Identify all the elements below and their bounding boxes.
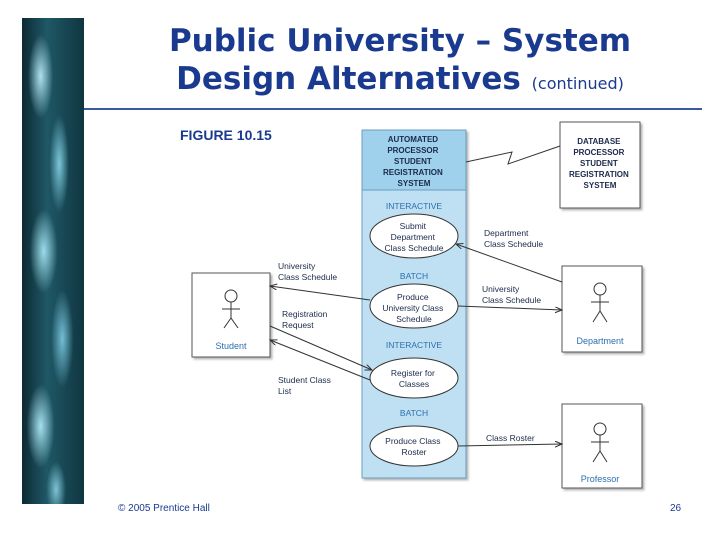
student-actor-icon bbox=[222, 289, 240, 329]
slide-title: Public University – System Design Altern… bbox=[120, 22, 680, 103]
section-label-interactive-1: INTERACTIVE bbox=[386, 201, 443, 211]
flow-univ-schedule-to-student bbox=[270, 286, 371, 301]
flow-univ-schedule-to-dept bbox=[457, 305, 562, 310]
flow-registration-request bbox=[269, 325, 372, 370]
use-case-produce-roster-label: Produce Class Roster bbox=[385, 436, 443, 457]
professor-actor-label: Professor bbox=[581, 474, 620, 484]
use-case-submit-schedule bbox=[369, 213, 459, 259]
figure-label: FIGURE 10.15 bbox=[180, 127, 272, 143]
decorative-side-strip bbox=[22, 18, 84, 504]
auto-line-3: STUDENT bbox=[394, 157, 432, 166]
use-case-register-label: Register for Classes bbox=[391, 368, 437, 389]
title-line-2-wrap: Design Alternatives (continued) bbox=[120, 60, 680, 103]
db-line-5: SYSTEM bbox=[584, 181, 617, 190]
database-system-box bbox=[559, 121, 641, 209]
flow-label-univ-schedule-left: University Class Schedule bbox=[278, 261, 337, 282]
use-case-produce-schedule-label: Produce University Class Schedule bbox=[382, 292, 445, 324]
department-actor-icon bbox=[591, 282, 609, 323]
db-line-2: PROCESSOR bbox=[573, 148, 624, 157]
page-number: 26 bbox=[670, 503, 682, 514]
auto-line-2: PROCESSOR bbox=[387, 146, 438, 155]
title-divider bbox=[84, 108, 702, 110]
section-label-interactive-2: INTERACTIVE bbox=[386, 340, 443, 350]
title-suffix: (continued) bbox=[531, 74, 624, 93]
student-actor-label: Student bbox=[215, 341, 247, 351]
automated-system-header bbox=[361, 129, 467, 191]
db-line-4: REGISTRATION bbox=[569, 170, 629, 179]
auto-line-1: AUTOMATED bbox=[388, 135, 439, 144]
use-case-produce-roster bbox=[369, 425, 459, 467]
flow-label-dept-schedule: Department Class Schedule bbox=[484, 228, 543, 249]
footer-copyright: © 2005 Prentice Hall bbox=[118, 503, 210, 514]
title-line-1: Public University – System bbox=[168, 23, 632, 59]
section-label-batch-1: BATCH bbox=[400, 271, 428, 281]
db-line-3: STUDENT bbox=[580, 159, 618, 168]
flow-label-class-roster: Class Roster bbox=[486, 433, 535, 443]
auto-line-4: REGISTRATION bbox=[383, 168, 443, 177]
department-actor-label: Department bbox=[576, 336, 624, 346]
flow-label-registration-request: Registration Request bbox=[282, 309, 330, 330]
flow-student-class-list bbox=[270, 340, 371, 381]
flow-label-student-class-list: Student Class List bbox=[278, 375, 333, 396]
system-link-connector bbox=[465, 145, 561, 165]
db-line-1: DATABASE bbox=[577, 137, 621, 146]
flow-dept-schedule bbox=[456, 244, 563, 283]
department-actor-box bbox=[561, 265, 643, 353]
professor-actor-icon bbox=[591, 422, 609, 463]
professor-actor-box bbox=[561, 403, 643, 489]
use-case-submit-schedule-label: Submit Department Class Schedule bbox=[384, 221, 443, 253]
flow-label-univ-schedule-right: University Class Schedule bbox=[482, 284, 541, 305]
database-system-title: DATABASE PROCESSOR STUDENT REGISTRATION … bbox=[569, 137, 631, 190]
use-case-register bbox=[369, 357, 459, 399]
section-label-batch-2: BATCH bbox=[400, 408, 428, 418]
flow-class-roster bbox=[457, 444, 562, 446]
title-line-2: Design Alternatives bbox=[176, 61, 521, 97]
auto-line-5: SYSTEM bbox=[398, 179, 431, 188]
automated-system-title: AUTOMATED PROCESSOR STUDENT REGISTRATION… bbox=[383, 135, 445, 188]
